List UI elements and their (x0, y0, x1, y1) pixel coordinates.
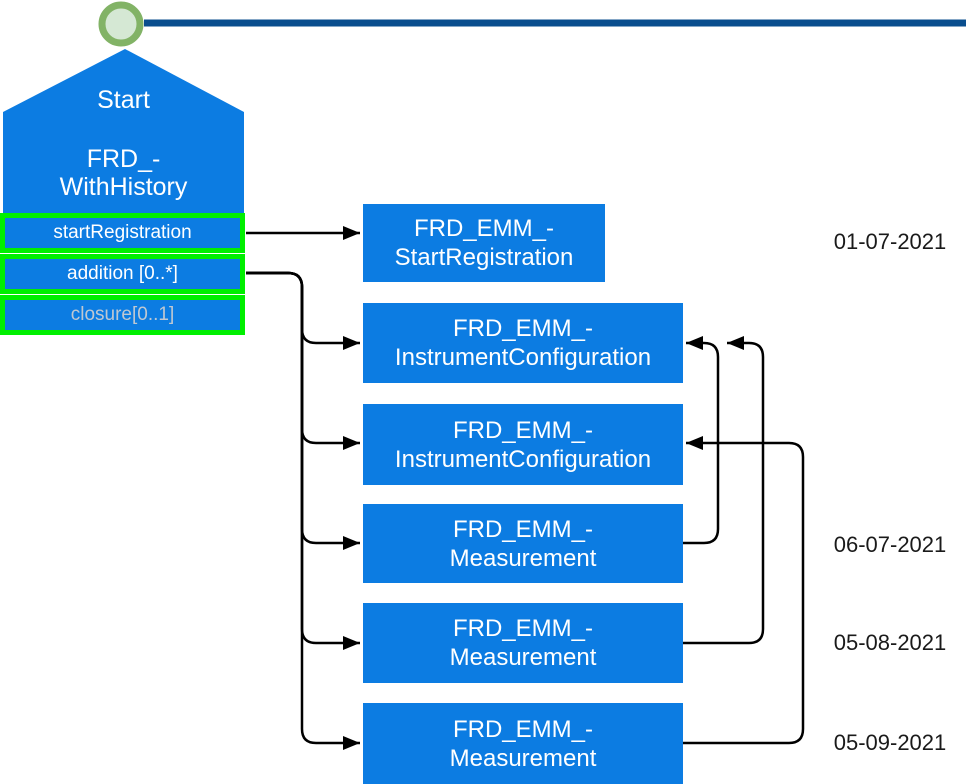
node-label-line1: FRD_EMM_- (452, 315, 593, 342)
node-label-line2: InstrumentConfiguration (394, 344, 652, 371)
node-measurement-3[interactable]: FRD_EMM_- Measurement (363, 703, 683, 784)
node-label-line1: FRD_EMM_- (413, 215, 554, 242)
node-label-line2: Measurement (449, 544, 597, 572)
start-state-shape[interactable] (3, 49, 244, 214)
node-measurement-1[interactable]: FRD_EMM_- Measurement (363, 504, 683, 583)
node-label-line1: FRD_EMM_- (452, 515, 593, 543)
slot-addition[interactable]: addition [0..*] (0, 254, 245, 294)
slot-closure[interactable]: closure[0..1] (0, 295, 245, 335)
timeline-milestone-circle (98, 1, 144, 47)
node-instrument-configuration-1[interactable]: FRD_EMM_- InstrumentConfiguration (363, 303, 683, 383)
start-state-type-line1: FRD_- (86, 145, 161, 173)
node-start-registration[interactable]: FRD_EMM_- StartRegistration (363, 204, 605, 282)
slot-addition-label: addition [0..*] (67, 263, 178, 284)
slot-startregistration-label: startRegistration (53, 222, 192, 243)
connector-addition-5 (246, 271, 360, 750)
connector-measurement2-to-config1 (683, 336, 765, 645)
node-label-line1: FRD_EMM_- (452, 715, 593, 743)
slot-startregistration[interactable]: startRegistration (0, 213, 245, 253)
slot-closure-label: closure[0..1] (70, 304, 175, 325)
node-label-line2: Measurement (449, 744, 597, 772)
date-label-start-registration: 01-07-2021 (833, 229, 947, 254)
date-label-measurement-2: 05-08-2021 (833, 630, 947, 655)
date-label-measurement-1: 06-07-2021 (833, 532, 947, 557)
node-label-line2: InstrumentConfiguration (394, 445, 652, 473)
node-label-line2: StartRegistration (394, 244, 574, 271)
node-label-line2: Measurement (449, 644, 597, 671)
date-label-measurement-3: 05-09-2021 (833, 730, 947, 755)
start-state-type-line2: WithHistory (59, 173, 188, 201)
node-label-line1: FRD_EMM_- (452, 416, 593, 444)
node-label-line1: FRD_EMM_- (452, 615, 593, 642)
start-state-title: Start (97, 86, 150, 114)
node-measurement-2[interactable]: FRD_EMM_- Measurement (363, 603, 683, 683)
connector-measurement3-to-config2 (683, 436, 805, 745)
node-instrument-configuration-2[interactable]: FRD_EMM_- InstrumentConfiguration (363, 404, 683, 485)
